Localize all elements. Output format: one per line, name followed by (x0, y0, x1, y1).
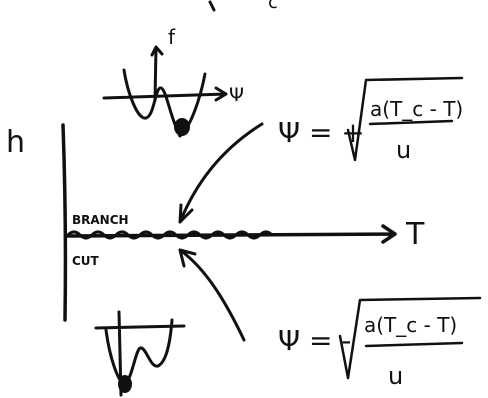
branch-cut-label-1: BRANCH (72, 213, 129, 227)
lower-curved-arrow (178, 248, 246, 342)
upper-sqrt-sign (346, 76, 464, 162)
h-axis-line (61, 123, 68, 322)
lower-numerator: a(T_c - T) (364, 313, 457, 337)
psi-axis-arrow (102, 86, 228, 102)
top-fragment-label: c (268, 0, 278, 13)
lower-psi-axis (94, 324, 186, 330)
T-axis-label: T (405, 217, 425, 252)
lower-sqrt-sign (338, 296, 482, 380)
upper-denominator: u (396, 136, 411, 164)
branch-cut-line (66, 230, 274, 240)
double-well-curve (122, 68, 207, 138)
top-fragment-stroke (208, 0, 216, 12)
upper-fraction-bar (368, 119, 454, 126)
lower-equation: Ψ = - a(T_c - T) u (278, 296, 482, 390)
f-axis-arrow (150, 45, 164, 102)
lower-fraction-bar (364, 341, 464, 348)
branch-cut-label-2: CUT (72, 254, 100, 268)
h-axis-label: h (6, 125, 25, 160)
lower-denominator: u (388, 362, 403, 390)
upper-numerator: a(T_c - T) (370, 97, 463, 121)
state-ball (174, 118, 190, 136)
lower-potential-sketch (94, 310, 186, 397)
upper-curved-arrow (178, 122, 264, 224)
lower-state-ball (118, 375, 132, 393)
lower-equation-lhs: Ψ = - (278, 324, 351, 357)
f-axis-label: f (168, 25, 176, 49)
upper-potential-sketch: f Ψ (102, 25, 244, 138)
upper-equation: Ψ = + a(T_c - T) u (278, 76, 464, 164)
lower-double-well-curve (104, 318, 174, 387)
psi-axis-label: Ψ (229, 84, 244, 106)
